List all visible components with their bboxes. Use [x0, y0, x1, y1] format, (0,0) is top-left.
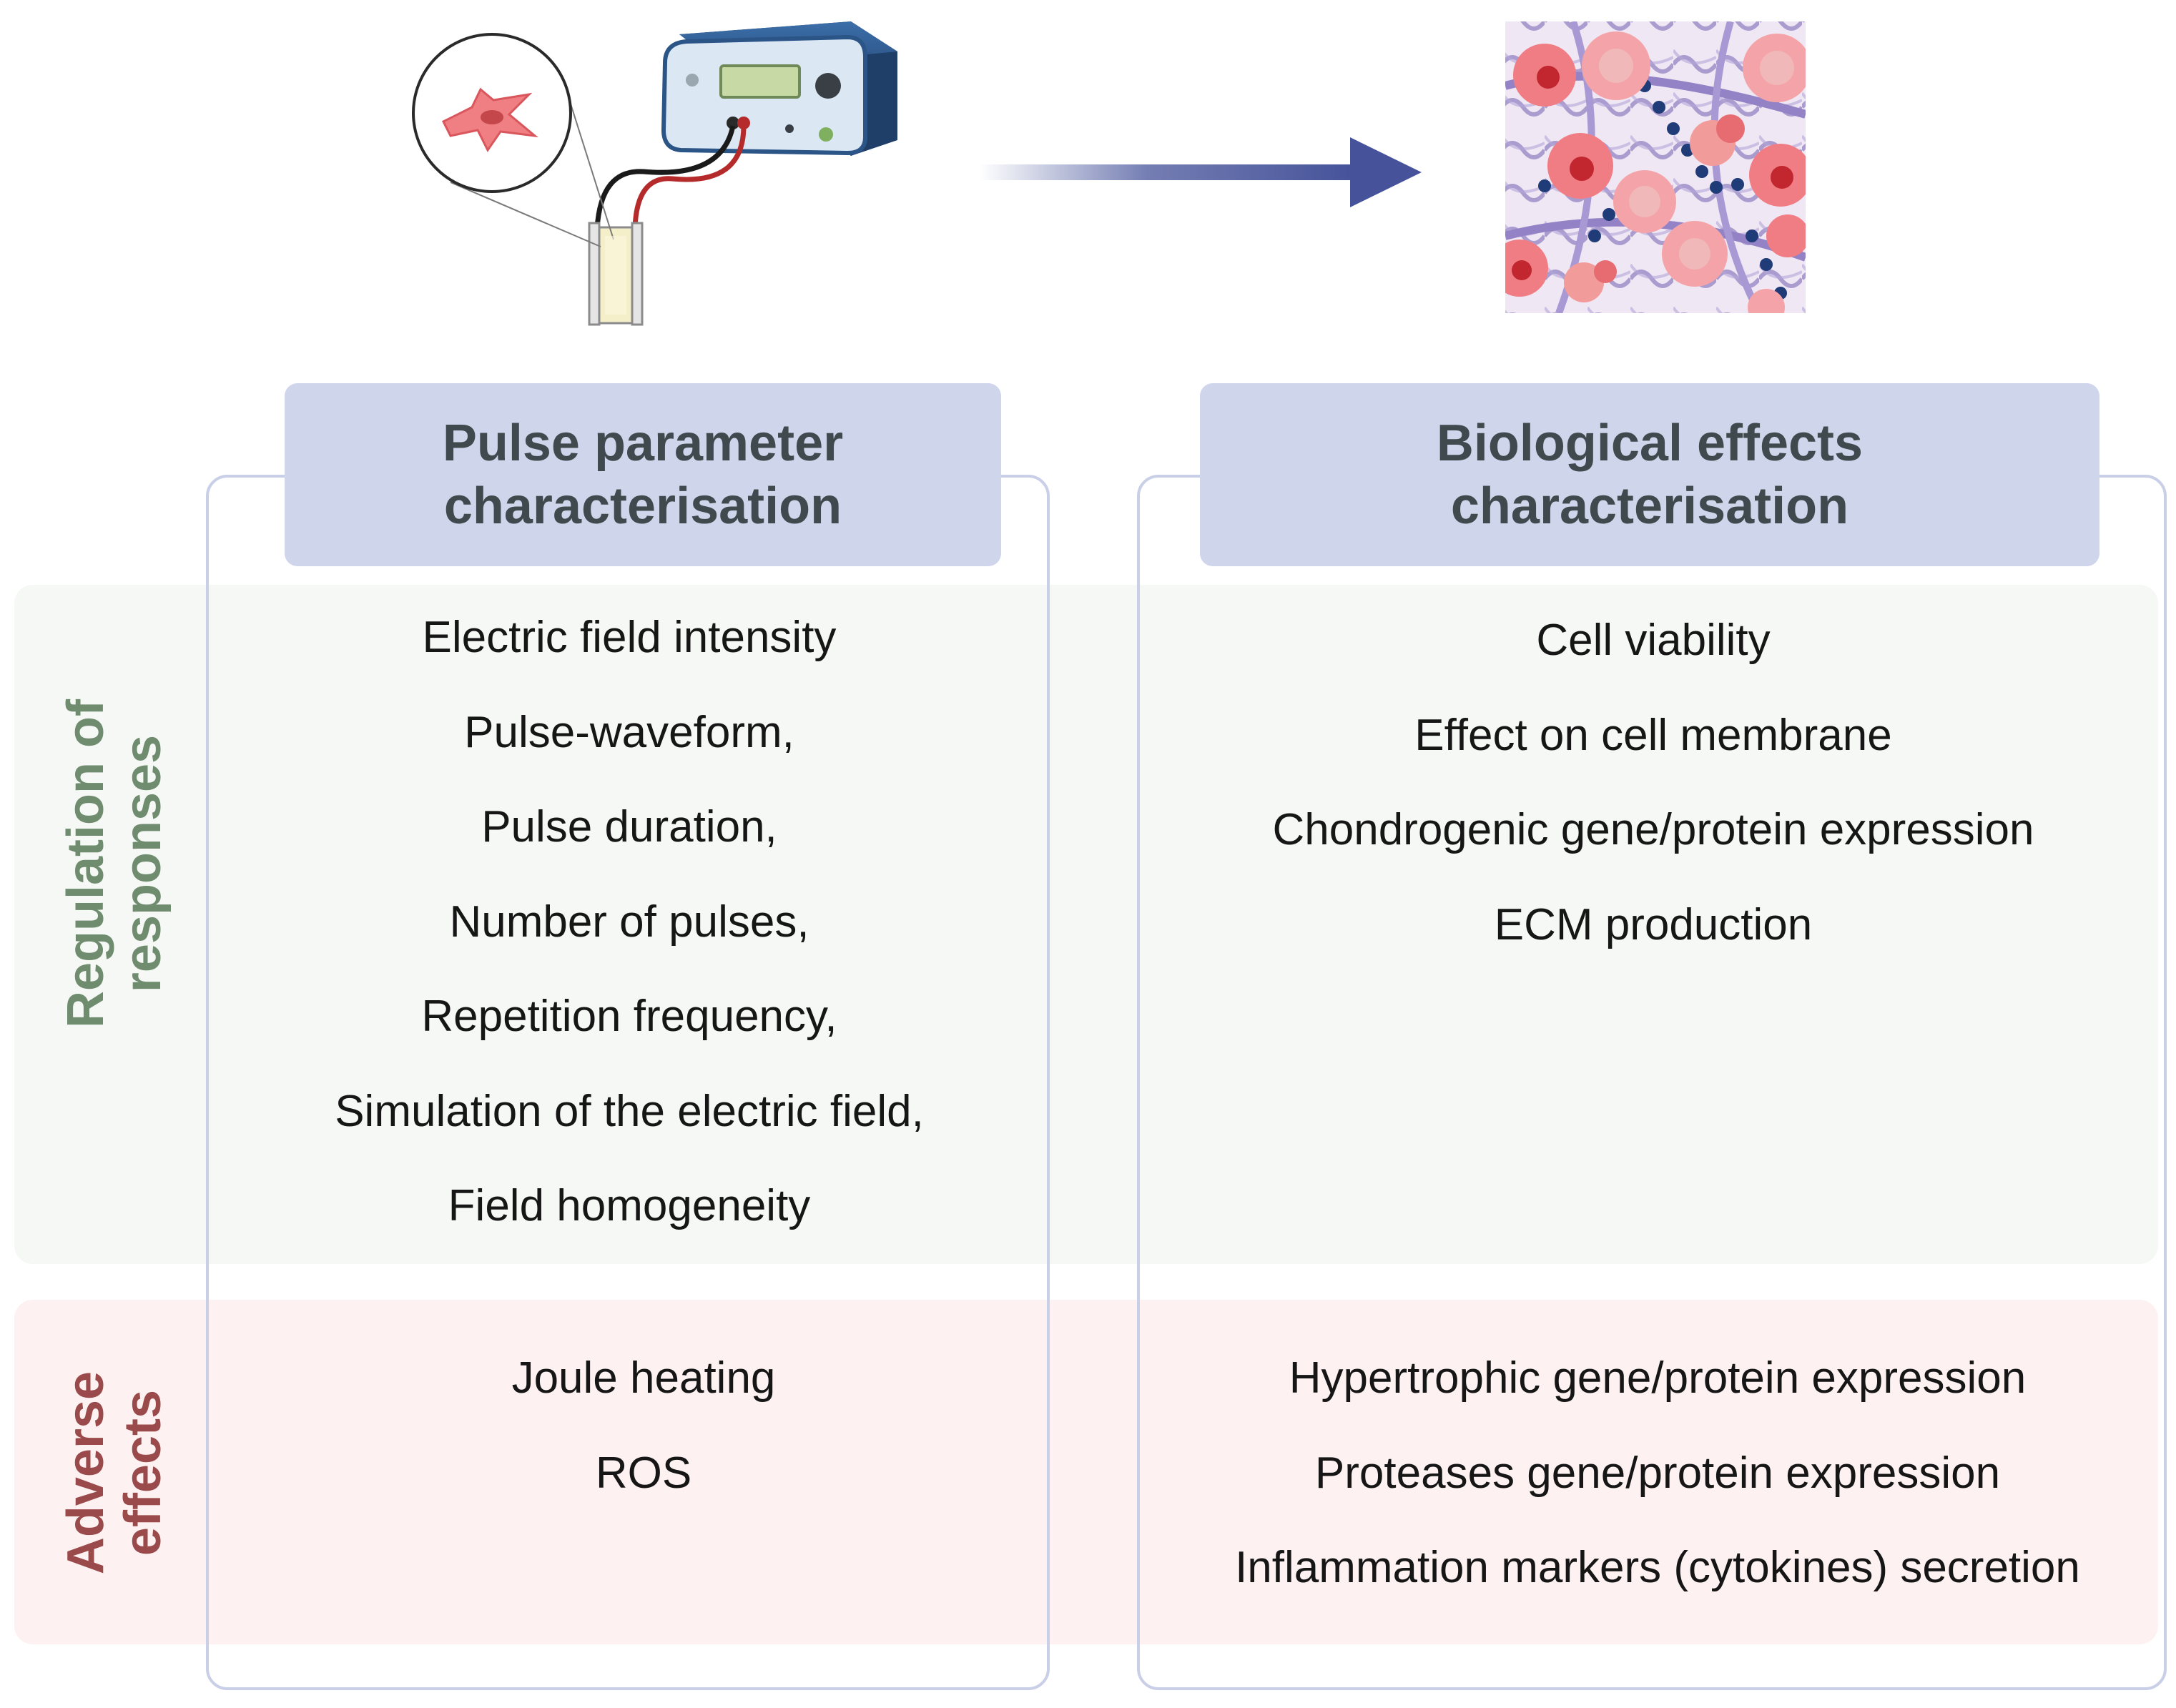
header-line: Biological effects	[1436, 415, 1864, 472]
regulation-row-label: Regulation of responses	[57, 613, 172, 1114]
list-item: Proteases gene/protein expression	[1314, 1448, 2001, 1498]
list-item: Pulse duration,	[481, 802, 777, 851]
adverse-band	[14, 1300, 2158, 1644]
pulse-parameter-list: Electric field intensity Pulse-waveform,…	[215, 591, 1044, 1254]
list-item: ROS	[595, 1448, 692, 1498]
adverse-pulse-list: Joule heating ROS	[215, 1331, 1073, 1521]
list-item: Simulation of the electric field,	[335, 1086, 924, 1136]
list-item: Number of pulses,	[449, 897, 809, 947]
flow-arrow-icon	[980, 137, 1422, 207]
list-item: Repetition frequency,	[421, 992, 837, 1041]
header-line: characterisation	[443, 478, 842, 535]
list-item: Joule heating	[511, 1353, 776, 1403]
adverse-row-label: Adverse effects	[57, 1280, 172, 1666]
row-label-line: responses	[114, 734, 172, 993]
row-label-line: Regulation of	[57, 699, 114, 1028]
list-item: ECM production	[1494, 899, 1813, 949]
list-item: Effect on cell membrane	[1414, 710, 1892, 760]
list-item: Pulse-waveform,	[464, 707, 794, 757]
pulse-generator-icon	[588, 21, 897, 326]
list-item: Inflammation markers (cytokines) secreti…	[1235, 1543, 2080, 1592]
cartilage-tissue-icon	[1505, 21, 1806, 313]
cuvette-icon	[605, 236, 626, 315]
cell-magnifier-icon	[412, 33, 614, 247]
row-label-line: effects	[114, 1389, 172, 1556]
list-item: Electric field intensity	[422, 613, 837, 662]
biological-effects-header: Biological effects characterisation	[1200, 383, 2099, 566]
list-item: Chondrogenic gene/protein expression	[1272, 805, 2034, 854]
regulation-band	[14, 585, 2158, 1264]
list-item: Cell viability	[1536, 616, 1771, 665]
biological-effects-list: Cell viability Effect on cell membrane C…	[1144, 593, 2162, 972]
pulse-parameter-header: Pulse parameter characterisation	[285, 383, 1001, 566]
adverse-biological-list: Hypertrophic gene/protein expression Pro…	[1144, 1331, 2171, 1616]
list-item: Hypertrophic gene/protein expression	[1289, 1353, 2027, 1403]
header-line: Pulse parameter	[442, 415, 844, 472]
header-line: characterisation	[1450, 478, 1849, 535]
row-label-line: Adverse	[57, 1371, 114, 1575]
list-item: Field homogeneity	[448, 1181, 811, 1230]
